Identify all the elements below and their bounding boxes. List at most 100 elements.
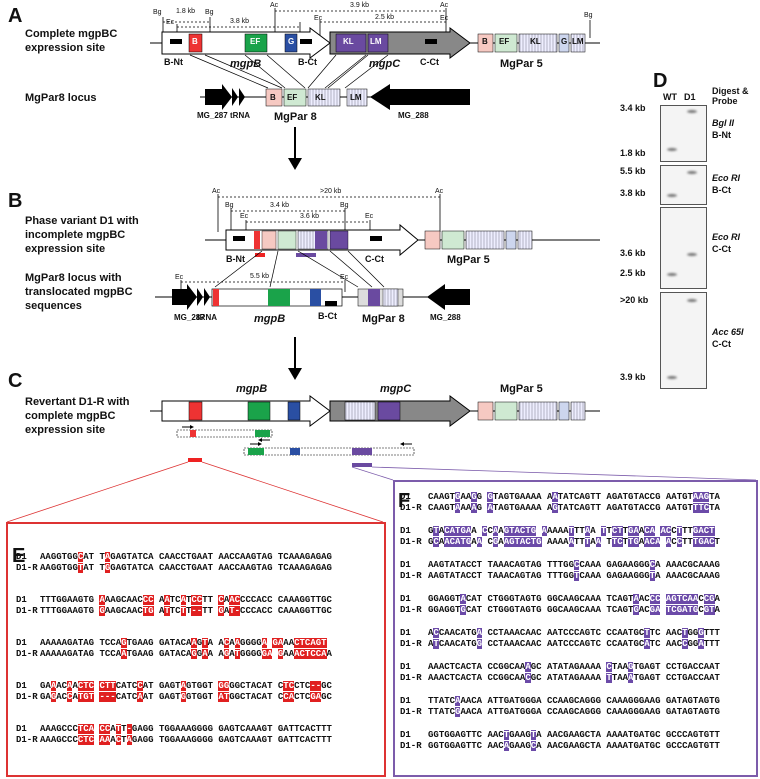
domain-b-label: B bbox=[192, 37, 198, 46]
seq-row: AAACTCACTA CCGGCAAAGC ATATAGAAAA CTAAGTG… bbox=[428, 662, 720, 672]
site-ac-b1: Ac bbox=[212, 188, 221, 195]
seq-row: GAGACCATGT ---CATCAAT GAGTGGTGGT ATGGCTA… bbox=[40, 692, 332, 702]
site-ec-1: Ec bbox=[166, 19, 175, 26]
panel-c-label-3: expression site bbox=[25, 424, 106, 436]
seq-row: GCAACATGAA CGAAGTACTG AAAAATTTAA TTCTTGA… bbox=[428, 537, 720, 547]
site-ec-b2: Ec bbox=[365, 213, 374, 220]
seq-row-label: D1 bbox=[400, 594, 411, 604]
blot-1-enzyme: Bgl II bbox=[712, 118, 734, 128]
mgpar5-ef: EF bbox=[499, 37, 510, 46]
seq-row-label: D1-R bbox=[400, 741, 422, 751]
seq-row-label: D1 bbox=[16, 638, 27, 648]
panel-e-letter: E bbox=[12, 545, 26, 567]
blot-3-probe: C-Ct bbox=[712, 244, 731, 254]
domain-kl-label: KL bbox=[343, 37, 354, 46]
seq-row: TTTGGAAGTG GAAGCAACTG ATTCTT--TT GAT-CCC… bbox=[40, 606, 332, 616]
blot-3-enzyme: Eco RI bbox=[712, 232, 741, 242]
dist-a3: 3.9 kb bbox=[350, 2, 370, 9]
site-bg-b1: Bg bbox=[225, 202, 234, 209]
dist-a2: 3.8 kb bbox=[230, 18, 250, 25]
blot-2-enzyme: Eco RI bbox=[712, 173, 741, 183]
blot-4-marker-bottom: 3.9 kb bbox=[620, 372, 646, 382]
panel-b-locus-1: MgPar8 locus with bbox=[25, 272, 122, 284]
panel-b-label-1: Phase variant D1 with bbox=[25, 215, 139, 227]
seq-row-label: D1-R bbox=[400, 571, 422, 581]
gene-mgpb: mgpB bbox=[230, 58, 262, 70]
d-header: Digest & bbox=[712, 86, 749, 96]
panel-b-label-2: incomplete mgpBC bbox=[25, 229, 126, 241]
seq-row-label: D1-R bbox=[16, 649, 38, 659]
seq-row-label: D1 bbox=[400, 730, 411, 740]
mgpar8-label-b: MgPar 8 bbox=[362, 313, 405, 325]
panel-a-locus-label: MgPar8 locus bbox=[25, 92, 97, 104]
seq-row: TTATCAAACA ATTGATGGGA CCAAGCAGGG CAAAGGG… bbox=[428, 696, 720, 706]
seq-row: AAGGTGGCAT TAGAGTATCA CAACCTGAAT AACCAAG… bbox=[40, 552, 332, 562]
blot-3-marker-bottom: 2.5 kb bbox=[620, 268, 646, 278]
site-ec-b3: Ec bbox=[175, 274, 184, 281]
seq-row-label: D1 bbox=[16, 724, 27, 734]
seq-row-label: D1-R bbox=[16, 606, 38, 616]
probe-bnt: B-Nt bbox=[164, 57, 183, 67]
panel-b-letter: B bbox=[8, 190, 23, 212]
mgpar8-b: B bbox=[270, 93, 276, 102]
seq-row: AAAGCCCCTC AAACTAGAGG TGGAAAGGGG GAGTCAA… bbox=[40, 735, 332, 745]
seq-row-label: D1 bbox=[400, 560, 411, 570]
panel-a-expression-site bbox=[150, 8, 600, 110]
seq-row-label: D1 bbox=[16, 681, 27, 691]
blot-4 bbox=[660, 292, 707, 389]
gene-mgpb-c: mgpB bbox=[236, 383, 268, 395]
seq-row: GGAGGTGCAT CTGGGTAGTG GGCAAGCAAA TCAGTGA… bbox=[428, 605, 720, 615]
site-bg-3: Bg bbox=[584, 12, 593, 19]
seq-row: AAGGTGGTAT TGGAGTATCA CAACCTGAAT AACCAAG… bbox=[40, 563, 332, 573]
gene-mg288-b: MG_288 bbox=[430, 313, 461, 322]
gene-mg287: MG_287 bbox=[197, 111, 228, 120]
site-ac-b2: Ac bbox=[435, 188, 444, 195]
seq-row: GGTGGAGTTC AACAGAAGCA AACGAAGCTA AAAATGA… bbox=[428, 741, 720, 751]
seq-row-label: D1 bbox=[400, 696, 411, 706]
panel-c-letter: C bbox=[8, 370, 23, 392]
gene-trna: tRNA bbox=[230, 111, 250, 120]
mgpar8-lm: LM bbox=[350, 93, 362, 102]
mgpar5-lm: LM bbox=[572, 37, 584, 46]
seq-row: TTTGGAAGTG AAAGCAACCC AATCATCCTT CAACCCC… bbox=[40, 595, 332, 605]
blot-2 bbox=[660, 165, 707, 205]
seq-row-label: D1-R bbox=[400, 537, 422, 547]
seq-row: CAAGTAAAAG ATAGTGAAAA AGTATCAGTT AGATGTA… bbox=[428, 503, 720, 513]
blot-2-marker-bottom: 3.8 kb bbox=[620, 188, 646, 198]
d-header2: Probe bbox=[712, 96, 738, 106]
site-bg-b2: Bg bbox=[340, 202, 349, 209]
col-d1: D1 bbox=[684, 92, 696, 102]
panel-b-locus-2: translocated mgpBC bbox=[25, 286, 133, 298]
seq-row-label: D1 bbox=[400, 526, 411, 536]
seq-row: AAACTCACTA CCGGCAACGC ATATAGAAAA TTAAATG… bbox=[428, 673, 720, 683]
mgpar5-kl: KL bbox=[530, 37, 541, 46]
blot-2-marker-top: 5.5 kb bbox=[620, 166, 646, 176]
site-ec-2: Ec bbox=[314, 15, 323, 22]
blot-1 bbox=[660, 105, 707, 162]
probe-cct: C-Ct bbox=[420, 57, 439, 67]
seq-row-label: D1 bbox=[400, 628, 411, 638]
domain-g-label: G bbox=[288, 37, 295, 46]
domain-lm-label: LM bbox=[370, 37, 382, 46]
panel-a-label-1: Complete mgpBC bbox=[25, 28, 118, 40]
panel-d-letter: D bbox=[653, 70, 668, 92]
seq-row-label: D1-R bbox=[16, 735, 38, 745]
blot-4-enzyme: Acc 65I bbox=[712, 327, 744, 337]
panel-a-letter: A bbox=[8, 5, 23, 27]
dist-b3: 3.6 kb bbox=[300, 213, 320, 220]
seq-row: AAAAAGATAG TCCAGTGAAG GATACAAGTA ACAAGGG… bbox=[40, 638, 327, 648]
seq-row: AAAGCCCTCA CCATT-GAGG TGGAAAGGGG GAGTCAA… bbox=[40, 724, 332, 734]
domain-ef-label: EF bbox=[250, 37, 261, 46]
blot-4-probe: C-Ct bbox=[712, 339, 731, 349]
mgpar5-g: G bbox=[561, 37, 568, 46]
site-bg-1: Bg bbox=[153, 9, 162, 16]
dist-b2: 3.4 kb bbox=[270, 202, 290, 209]
panel-b-label-3: expression site bbox=[25, 243, 106, 255]
gene-mgpc-c: mgpC bbox=[380, 383, 412, 395]
seq-row: GGTGGAGTTC AACTGAAGTA AACGAAGCTA AAAATGA… bbox=[428, 730, 720, 740]
seq-row: AAGTATACCT TAAACAGTAG TTTGGTCAAA GAGAAGG… bbox=[428, 571, 720, 581]
panel-c-revertant bbox=[6, 395, 757, 523]
seq-row: AAAAAGATAG TCCAATGAAG GATACAGGAA AGATGGG… bbox=[40, 649, 332, 659]
panel-b-locus-3: sequences bbox=[25, 300, 82, 312]
